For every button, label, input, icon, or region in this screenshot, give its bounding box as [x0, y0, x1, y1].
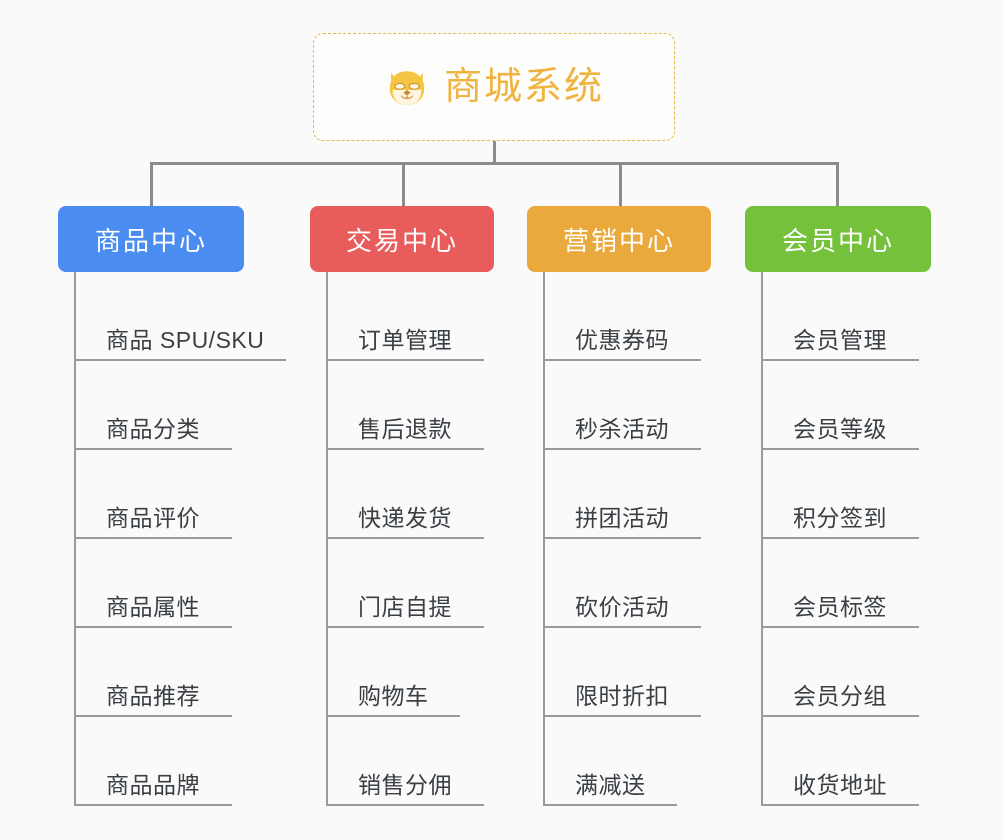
leaf-underline: [76, 359, 286, 361]
leaf-label: 商品分类: [106, 416, 200, 443]
leaf-item[interactable]: 商品品牌: [76, 717, 244, 806]
branch-header-label: 会员中心: [781, 225, 894, 256]
leaf-list-member-center: 会员管理 会员等级 积分签到 会员标签 会员分组 收货地址: [761, 272, 931, 806]
connector-drop-1: [150, 162, 153, 206]
branch-header-label: 商品中心: [94, 225, 207, 256]
root-label: 商城系统: [443, 66, 604, 108]
leaf-underline: [76, 448, 232, 450]
leaf-underline: [76, 626, 232, 628]
leaf-label: 积分签到: [793, 505, 887, 532]
leaf-underline: [76, 715, 232, 717]
leaf-underline: [76, 537, 232, 539]
leaf-item[interactable]: 门店自提: [328, 539, 494, 628]
leaf-underline: [328, 626, 484, 628]
leaf-underline: [545, 804, 677, 806]
leaf-label: 满减送: [575, 772, 646, 799]
leaf-item[interactable]: 订单管理: [328, 272, 494, 361]
leaf-label: 砍价活动: [575, 594, 669, 621]
leaf-underline: [76, 804, 232, 806]
leaf-label: 售后退款: [358, 416, 452, 443]
leaf-underline: [763, 359, 919, 361]
leaf-item[interactable]: 秒杀活动: [545, 361, 711, 450]
leaf-label: 会员管理: [793, 327, 887, 354]
leaf-label: 会员分组: [793, 683, 887, 710]
branch-header-marketing-center[interactable]: 营销中心: [527, 206, 711, 272]
leaf-underline: [328, 359, 484, 361]
leaf-label: 限时折扣: [575, 683, 669, 710]
leaf-item[interactable]: 商品 SPU/SKU: [76, 272, 286, 361]
leaf-item[interactable]: 收货地址: [763, 717, 931, 806]
leaf-item[interactable]: 商品分类: [76, 361, 244, 450]
leaf-label: 秒杀活动: [575, 416, 669, 443]
branch-header-trade-center[interactable]: 交易中心: [310, 206, 494, 272]
connector-root-stem: [493, 141, 496, 164]
leaf-underline: [763, 804, 919, 806]
leaf-underline: [763, 448, 919, 450]
connector-horizontal-bus: [150, 162, 839, 165]
leaf-underline: [545, 537, 701, 539]
leaf-label: 订单管理: [358, 327, 452, 354]
leaf-underline: [763, 626, 919, 628]
leaf-item[interactable]: 拼团活动: [545, 450, 711, 539]
leaf-underline: [545, 626, 701, 628]
branch-header-product-center[interactable]: 商品中心: [58, 206, 244, 272]
branch-product-center: 商品中心 商品 SPU/SKU 商品分类 商品评价 商品属性 商品推荐: [58, 206, 286, 806]
leaf-label: 优惠券码: [575, 327, 669, 354]
leaf-label: 商品评价: [106, 505, 200, 532]
leaf-item[interactable]: 售后退款: [328, 361, 494, 450]
leaf-label: 收货地址: [793, 772, 887, 799]
leaf-item[interactable]: 积分签到: [763, 450, 931, 539]
leaf-label: 拼团活动: [575, 505, 669, 532]
root-node[interactable]: 商城系统: [313, 33, 675, 141]
connector-drop-2: [402, 162, 405, 206]
leaf-item[interactable]: 会员标签: [763, 539, 931, 628]
leaf-underline: [763, 537, 919, 539]
leaf-item[interactable]: 购物车: [328, 628, 494, 717]
shiba-dog-face-icon: [389, 71, 425, 105]
leaf-item[interactable]: 销售分佣: [328, 717, 494, 806]
leaf-item[interactable]: 会员管理: [763, 272, 931, 361]
leaf-underline: [763, 715, 919, 717]
leaf-item[interactable]: 满减送: [545, 717, 711, 806]
leaf-underline: [545, 715, 701, 717]
leaf-label: 销售分佣: [358, 772, 452, 799]
branch-member-center: 会员中心 会员管理 会员等级 积分签到 会员标签 会员分组: [745, 206, 931, 806]
leaf-underline: [328, 537, 484, 539]
branch-header-label: 营销中心: [562, 225, 675, 256]
leaf-item[interactable]: 优惠券码: [545, 272, 711, 361]
leaf-list-product-center: 商品 SPU/SKU 商品分类 商品评价 商品属性 商品推荐 商品品牌: [74, 272, 286, 806]
leaf-label: 门店自提: [358, 594, 452, 621]
branch-trade-center: 交易中心 订单管理 售后退款 快递发货 门店自提 购物车: [310, 206, 494, 806]
leaf-label: 商品属性: [106, 594, 200, 621]
leaf-item[interactable]: 商品评价: [76, 450, 244, 539]
connector-drop-4: [836, 162, 839, 206]
leaf-label: 商品品牌: [106, 772, 200, 799]
leaf-underline: [545, 448, 701, 450]
branch-header-label: 交易中心: [345, 225, 458, 256]
leaf-label: 商品 SPU/SKU: [106, 327, 265, 354]
leaf-item[interactable]: 商品推荐: [76, 628, 244, 717]
leaf-label: 商品推荐: [106, 683, 200, 710]
leaf-item[interactable]: 限时折扣: [545, 628, 711, 717]
leaf-underline: [328, 448, 484, 450]
leaf-item[interactable]: 商品属性: [76, 539, 244, 628]
leaf-underline: [328, 804, 484, 806]
leaf-label: 会员标签: [793, 594, 887, 621]
branch-header-member-center[interactable]: 会员中心: [745, 206, 931, 272]
leaf-list-trade-center: 订单管理 售后退款 快递发货 门店自提 购物车 销售分佣: [326, 272, 494, 806]
leaf-label: 购物车: [358, 683, 429, 710]
leaf-item[interactable]: 会员等级: [763, 361, 931, 450]
leaf-item[interactable]: 快递发货: [328, 450, 494, 539]
leaf-label: 会员等级: [793, 416, 887, 443]
leaf-underline: [328, 715, 460, 717]
connector-drop-3: [619, 162, 622, 206]
leaf-underline: [545, 359, 701, 361]
branch-marketing-center: 营销中心 优惠券码 秒杀活动 拼团活动 砍价活动 限时折扣: [527, 206, 711, 806]
leaf-label: 快递发货: [358, 505, 452, 532]
leaf-item[interactable]: 砍价活动: [545, 539, 711, 628]
leaf-list-marketing-center: 优惠券码 秒杀活动 拼团活动 砍价活动 限时折扣 满减送: [543, 272, 711, 806]
leaf-item[interactable]: 会员分组: [763, 628, 931, 717]
